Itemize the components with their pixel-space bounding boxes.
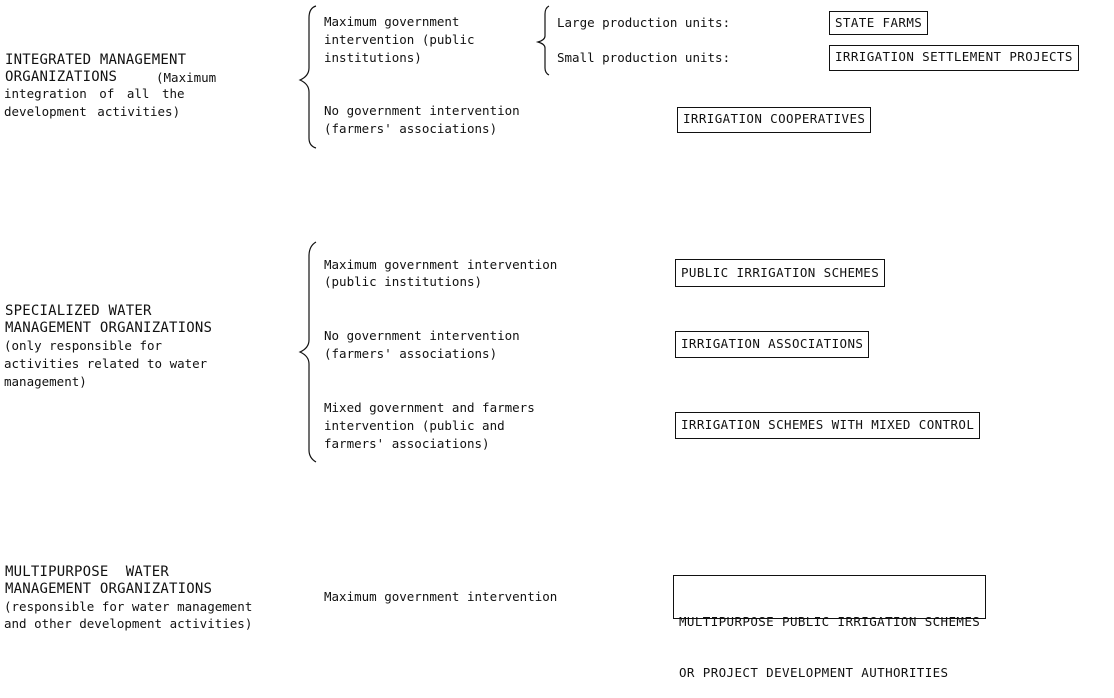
group1-item1-desc-line1: Maximum government <box>324 14 460 29</box>
group1-item2-desc-line2: (farmers' associations) <box>324 121 498 136</box>
group1-sub2-label: Small production units: <box>557 50 731 65</box>
group2-item3-box: IRRIGATION SCHEMES WITH MIXED CONTROL <box>675 412 981 439</box>
group1-title-line1: INTEGRATED MANAGEMENT <box>5 52 187 68</box>
group1-title-line2: ORGANIZATIONS <box>5 69 118 85</box>
group1-brace <box>298 5 317 149</box>
group1-note-line1: integration of all the <box>4 86 185 101</box>
group2-title-line2: MANAGEMENT ORGANIZATIONS <box>5 320 213 336</box>
group1-item1-desc-line3: institutions) <box>324 50 422 65</box>
group3-item1-box: MULTIPURPOSE PUBLIC IRRIGATION SCHEMES O… <box>673 575 987 680</box>
group1-item1-desc-line2: intervention (public <box>324 32 475 47</box>
group2-note-line2: activities related to water <box>4 356 208 371</box>
group2-item3-desc-line2: intervention (public and <box>324 418 505 433</box>
group3-title-line1: MULTIPURPOSE WATER <box>5 564 169 580</box>
group2-item1-desc-line1: Maximum government intervention <box>324 257 558 272</box>
group3-title-line2: MANAGEMENT ORGANIZATIONS <box>5 581 213 597</box>
group2-item1-box: PUBLIC IRRIGATION SCHEMES <box>675 259 886 287</box>
group2-item2-desc-line1: No government intervention <box>324 328 520 343</box>
group2-note-line3: management) <box>4 374 87 389</box>
group1-sub1-box: STATE FARMS <box>829 11 929 35</box>
group2-item1-desc-line2: (public institutions) <box>324 274 483 289</box>
group3-note-line1: (responsible for water management <box>4 599 253 614</box>
group3-item1-box-line2: OR PROJECT DEVELOPMENT AUTHORITIES <box>679 665 949 680</box>
group2-item3-desc-line3: farmers' associations) <box>324 436 490 451</box>
group3-note-line2: and other development activities) <box>4 616 253 631</box>
group1-note-line2: development activities) <box>4 104 181 119</box>
group1-title-paren: (Maximum <box>156 70 217 85</box>
group2-title-line1: SPECIALIZED WATER <box>5 303 152 319</box>
group1-sub2-box: IRRIGATION SETTLEMENT PROJECTS <box>829 45 1079 71</box>
group2-item2-box: IRRIGATION ASSOCIATIONS <box>675 331 870 358</box>
group2-item3-desc-line1: Mixed government and farmers <box>324 400 535 415</box>
brace-lines <box>298 5 550 463</box>
group2-item2-desc-line2: (farmers' associations) <box>324 346 498 361</box>
group1-item2-box: IRRIGATION COOPERATIVES <box>677 107 872 133</box>
group1-sub1-label: Large production units: <box>557 15 731 30</box>
group2-brace <box>298 241 317 463</box>
group1-item2-desc-line1: No government intervention <box>324 103 520 118</box>
group3-item1-desc: Maximum government intervention <box>324 589 558 604</box>
group2-note-line1: (only responsible for <box>4 338 163 353</box>
group3-item1-box-line1: MULTIPURPOSE PUBLIC IRRIGATION SCHEMES <box>679 614 981 629</box>
group1-sub-brace <box>535 5 550 76</box>
